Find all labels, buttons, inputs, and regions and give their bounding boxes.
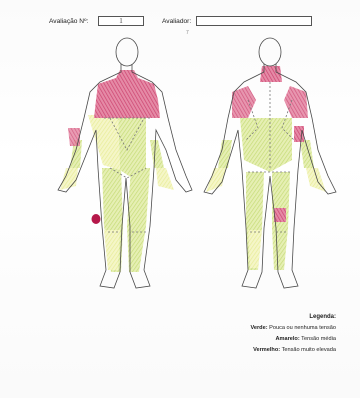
back-body-figure <box>204 38 336 288</box>
front-body-figure <box>58 38 192 288</box>
legend: Legenda: Verde: Pouca ou nenhuma tensão … <box>250 312 336 356</box>
legend-title: Legenda: <box>250 312 336 323</box>
legend-item-yellow: Amarelo: Tensão média <box>250 334 336 345</box>
legend-item-green: Verde: Pouca ou nenhuma tensão <box>250 323 336 334</box>
legend-item-red: Vermelho: Tensão muito elevada <box>250 345 336 356</box>
back-yellow-zones <box>206 168 326 268</box>
